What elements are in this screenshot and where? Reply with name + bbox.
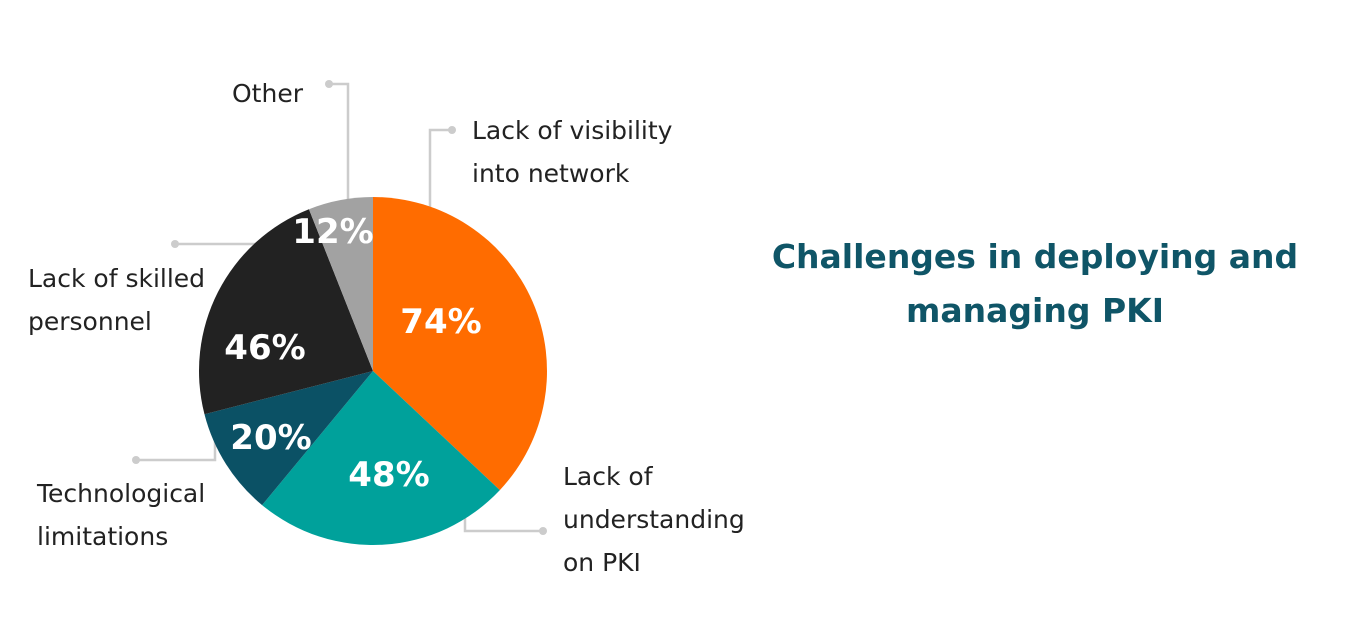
value-label-technological: 20% bbox=[230, 418, 311, 458]
value-labels: 74% 48% 20% 46% 12% bbox=[224, 212, 481, 495]
chart-title: Challenges in deploying and managing PKI bbox=[771, 237, 1299, 330]
category-label-visibility: Lack of visibility into network bbox=[472, 116, 673, 188]
value-label-skilled: 46% bbox=[224, 328, 305, 368]
leader-skilled-dot bbox=[171, 240, 179, 248]
category-label-other: Other bbox=[232, 79, 303, 108]
slice-visibility bbox=[373, 197, 547, 491]
category-label-skilled: Lack of skilled personnel bbox=[28, 264, 206, 336]
value-label-understanding: 48% bbox=[348, 455, 429, 495]
category-label-technological: Technological limitations bbox=[37, 479, 206, 551]
leader-technological-dot bbox=[132, 456, 140, 464]
pie-slices bbox=[199, 197, 547, 545]
leader-other bbox=[329, 82, 350, 201]
value-label-other: 12% bbox=[292, 212, 373, 252]
category-label-understanding: Lack of understanding on PKI bbox=[563, 462, 745, 577]
value-label-visibility: 74% bbox=[400, 302, 481, 342]
slice-technological bbox=[204, 371, 373, 506]
leader-other-dot bbox=[325, 80, 333, 88]
slice-other bbox=[308, 197, 373, 371]
leader-visibility-dot bbox=[448, 126, 456, 134]
leader-technological bbox=[136, 432, 217, 462]
slice-understanding bbox=[262, 371, 500, 545]
leader-understanding-dot bbox=[539, 527, 547, 535]
slice-skilled bbox=[199, 209, 373, 415]
